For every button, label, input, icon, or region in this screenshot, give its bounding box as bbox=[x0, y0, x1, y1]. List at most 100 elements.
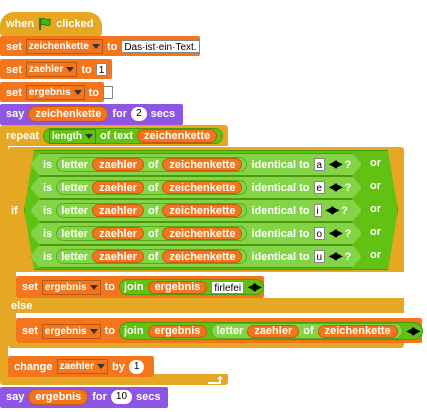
letter-label: letter bbox=[61, 250, 89, 263]
compare-char-input[interactable]: i bbox=[314, 204, 322, 217]
expand-arrows-icon[interactable]: ◀▶ bbox=[248, 281, 261, 293]
question-mark: ? bbox=[344, 250, 352, 263]
join-reporter[interactable]: join ergebnis letter zaehler of zeichenk… bbox=[118, 322, 424, 340]
set-zaehler-block[interactable]: set zaehler to 1 bbox=[0, 59, 112, 79]
variable-reporter[interactable]: zeichenkette bbox=[317, 324, 398, 338]
compare-char-input[interactable]: u bbox=[314, 250, 326, 263]
is-label: is bbox=[43, 204, 53, 217]
expand-arrows-icon[interactable]: ◀▶ bbox=[406, 325, 420, 337]
set-label: set bbox=[22, 325, 38, 337]
value-text-input[interactable] bbox=[102, 86, 113, 99]
value-text-input[interactable]: 1 bbox=[95, 63, 108, 76]
secs-label: secs bbox=[136, 391, 161, 403]
join-text-input[interactable]: firlefei bbox=[211, 280, 245, 294]
or-label: or bbox=[370, 226, 381, 238]
length-dropdown[interactable]: length bbox=[49, 128, 97, 144]
variable-dropdown[interactable]: ergebnis bbox=[41, 279, 101, 295]
variable-reporter[interactable]: zeichenkette bbox=[162, 250, 242, 263]
set-ergebnis-block[interactable]: set ergebnis to bbox=[0, 82, 113, 102]
join-reporter[interactable]: join ergebnis firlefei ◀▶ bbox=[118, 279, 265, 295]
letter-of-reporter[interactable]: letter zaehler of zeichenkette bbox=[211, 323, 403, 339]
set-ergebnis-join-block[interactable]: set ergebnis to join ergebnis firlefei ◀… bbox=[16, 276, 265, 298]
variable-reporter[interactable]: zeichenkette bbox=[162, 204, 242, 217]
if-label: if bbox=[11, 205, 18, 217]
dropdown-arrow-icon bbox=[66, 67, 75, 72]
clicked-label: clicked bbox=[56, 18, 94, 30]
compare-char-input[interactable]: o bbox=[314, 227, 326, 240]
letter-label: letter bbox=[216, 325, 244, 337]
say-for-secs-block[interactable]: say zeichenkette for 2 secs bbox=[0, 104, 183, 125]
variable-reporter[interactable]: zeichenkette bbox=[162, 181, 242, 194]
secs-number-input[interactable]: 2 bbox=[131, 107, 147, 121]
when-flag-clicked-block[interactable]: when clicked bbox=[0, 12, 102, 36]
change-zaehler-block[interactable]: change zaehler by 1 bbox=[8, 356, 154, 377]
dropdown-arrow-icon bbox=[96, 364, 105, 369]
secs-number-input[interactable]: 10 bbox=[110, 390, 133, 404]
variable-reporter[interactable]: zaehler bbox=[92, 204, 144, 217]
length-of-text-reporter[interactable]: length of text zeichenkette bbox=[43, 128, 224, 144]
variable-reporter[interactable]: zeichenkette bbox=[162, 158, 242, 171]
set-zeichenkette-block[interactable]: set zeichenkette to Das·ist·ein·Text. bbox=[0, 36, 200, 56]
to-label: to bbox=[81, 63, 92, 76]
of-label: of bbox=[148, 204, 159, 217]
set-ergebnis-join-letter-block[interactable]: set ergebnis to join ergebnis letter zae… bbox=[16, 318, 424, 343]
dropdown-arrow-icon bbox=[91, 44, 100, 49]
of-label: of bbox=[148, 158, 159, 171]
say-for-secs-block[interactable]: say ergebnis for 10 secs bbox=[0, 387, 168, 408]
letter-label: letter bbox=[61, 227, 89, 240]
variable-reporter[interactable]: ergebnis bbox=[147, 280, 208, 294]
of-label: of bbox=[148, 250, 159, 263]
variable-dropdown[interactable]: ergebnis bbox=[25, 85, 85, 100]
variable-reporter[interactable]: zeichenkette bbox=[137, 129, 218, 143]
identical-to-label: identical to bbox=[251, 158, 310, 171]
dropdown-arrow-icon bbox=[85, 133, 94, 139]
expand-arrows-icon[interactable]: ◀▶ bbox=[329, 228, 341, 239]
variable-reporter[interactable]: zaehler bbox=[92, 158, 144, 171]
expand-arrows-icon[interactable]: ◀▶ bbox=[329, 159, 341, 170]
variable-dropdown[interactable]: zaehler bbox=[56, 359, 108, 374]
by-label: by bbox=[111, 360, 125, 373]
compare-char-input[interactable]: e bbox=[314, 181, 326, 194]
for-label: for bbox=[112, 108, 128, 120]
say-label: say bbox=[6, 108, 25, 120]
identical-to-label: identical to bbox=[251, 204, 310, 217]
letter-label: letter bbox=[61, 181, 89, 194]
variable-reporter[interactable]: zaehler bbox=[247, 324, 300, 338]
variable-reporter[interactable]: zeichenkette bbox=[162, 227, 242, 240]
variable-reporter[interactable]: ergebnis bbox=[147, 324, 208, 338]
to-label: to bbox=[104, 281, 115, 293]
set-label: set bbox=[6, 63, 22, 76]
variable-dropdown[interactable]: ergebnis bbox=[41, 323, 101, 339]
of-label: of bbox=[148, 227, 159, 240]
expand-arrows-icon[interactable]: ◀▶ bbox=[325, 205, 338, 216]
for-label: for bbox=[92, 391, 107, 403]
dropdown-arrow-icon bbox=[73, 90, 82, 95]
variable-reporter[interactable]: ergebnis bbox=[28, 389, 89, 405]
or-label: or bbox=[370, 249, 381, 261]
to-label: to bbox=[88, 86, 99, 99]
value-text-input[interactable]: Das·ist·ein·Text. bbox=[121, 40, 200, 53]
variable-dropdown[interactable]: zaehler bbox=[25, 62, 78, 77]
of-label: of bbox=[148, 181, 159, 194]
expand-arrows-icon[interactable]: ◀▶ bbox=[329, 182, 341, 193]
of-label: of bbox=[303, 325, 314, 337]
variable-dropdown[interactable]: zeichenkette bbox=[25, 39, 103, 54]
change-number-input[interactable]: 1 bbox=[128, 359, 145, 374]
variable-reporter[interactable]: zeichenkette bbox=[28, 106, 109, 122]
compare-char-input[interactable]: a bbox=[314, 158, 326, 171]
variable-reporter[interactable]: zaehler bbox=[92, 181, 144, 194]
variable-reporter[interactable]: zaehler bbox=[92, 227, 144, 240]
expand-arrows-icon[interactable]: ◀▶ bbox=[329, 251, 341, 262]
variable-reporter[interactable]: zaehler bbox=[92, 250, 144, 263]
or-label: or bbox=[370, 203, 381, 215]
